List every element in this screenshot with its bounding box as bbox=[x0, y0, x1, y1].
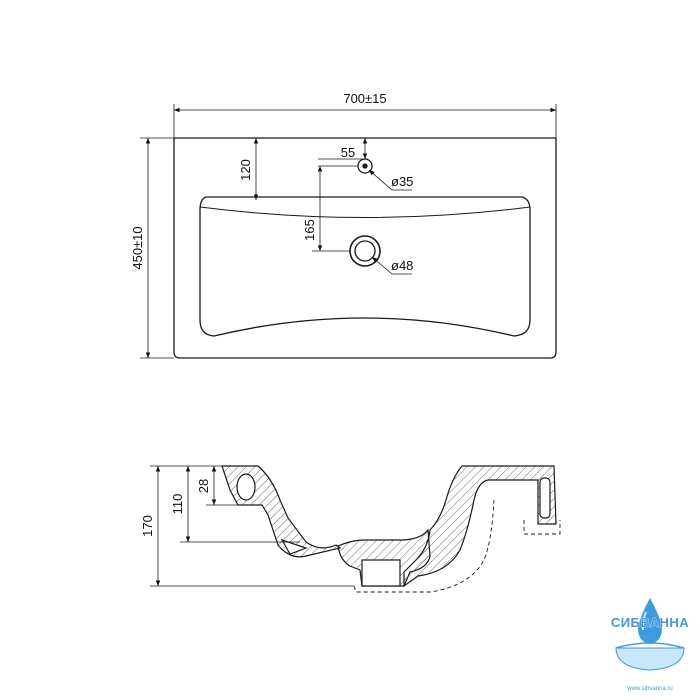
logo-url: www.sibvanna.ru bbox=[626, 686, 672, 692]
section-dimensions bbox=[150, 465, 354, 587]
faucet-hole-diameter: ø35 bbox=[391, 174, 413, 189]
section-right-wall bbox=[403, 465, 557, 588]
overall-height-dimension: 170 bbox=[140, 515, 155, 537]
faucet-offset-dimension: 55 bbox=[341, 145, 355, 160]
drain-offset-dimension: 165 bbox=[302, 219, 317, 241]
top-view-dimensions bbox=[140, 104, 557, 359]
section-dashed-outlines bbox=[353, 499, 561, 593]
bowl-height-dimension: 110 bbox=[170, 494, 185, 515]
width-dimension: 700±15 bbox=[343, 91, 386, 106]
basin-outline bbox=[173, 137, 557, 359]
overflow-hole bbox=[236, 473, 256, 501]
bowl-upper-curve bbox=[199, 206, 531, 218]
section-view bbox=[221, 465, 557, 588]
logo-brand: СИБВАННА bbox=[611, 615, 689, 630]
drain-hole-diameter: ø48 bbox=[391, 258, 413, 273]
sibvanna-logo: СИБВАННА www.sibvanna.ru bbox=[611, 598, 689, 692]
depth-dimension: 450±10 bbox=[130, 226, 145, 269]
bathtub-icon bbox=[615, 647, 685, 671]
top-view bbox=[173, 137, 557, 359]
rim-to-hole-dimension: 120 bbox=[238, 159, 253, 181]
water-drop-icon bbox=[638, 598, 662, 644]
bowl-outline bbox=[199, 196, 531, 337]
rim-thickness-dimension: 28 bbox=[196, 479, 211, 493]
drain-outlet bbox=[361, 559, 401, 587]
